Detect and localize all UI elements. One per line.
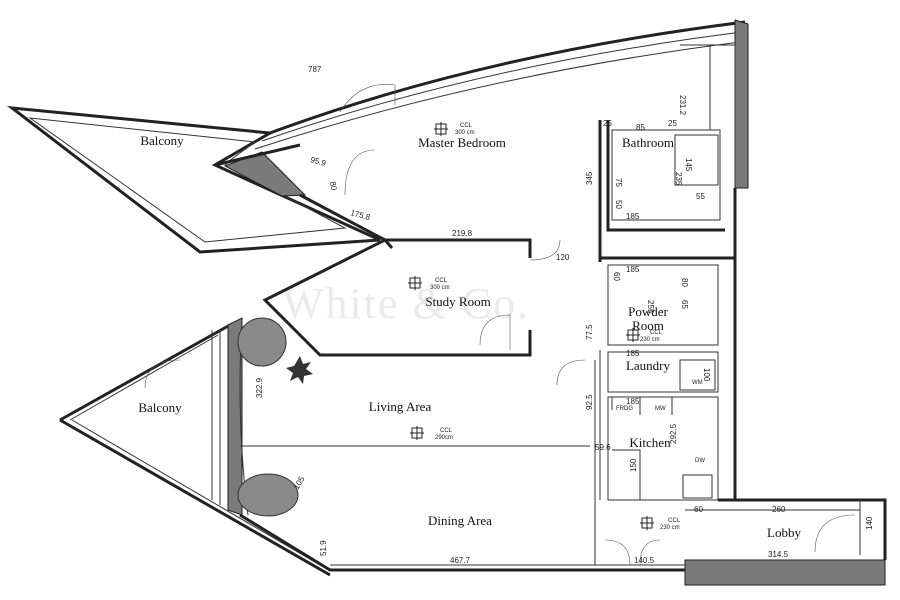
appliance-fridge: FRDG <box>616 406 633 412</box>
svg-text:CCL: CCL <box>435 278 448 284</box>
column-top <box>237 317 287 367</box>
svg-text:290cm: 290cm <box>435 435 453 441</box>
room-label-powder-1: Powder <box>628 304 668 319</box>
appliance-wm: WM <box>692 380 703 386</box>
dim-92-5: 92.5 <box>585 394 594 410</box>
dim-55: 55 <box>696 192 705 201</box>
svg-text:230 cm: 230 cm <box>640 337 660 343</box>
dim-185-laundry: 185 <box>626 349 640 358</box>
door-swings <box>144 84 856 566</box>
dim-65: 65 <box>680 300 689 309</box>
dim-77-5: 77.5 <box>585 324 594 340</box>
dim-80b: 80 <box>680 278 689 287</box>
dim-60a: 60 <box>612 272 621 281</box>
svg-text:CCL: CCL <box>650 330 663 336</box>
dim-80: 80 <box>328 181 339 192</box>
dim-51-9: 51.9 <box>319 540 328 556</box>
dim-787: 787 <box>308 65 322 74</box>
room-label-study-room: Study Room <box>425 294 490 309</box>
column-bottom <box>237 473 299 517</box>
dim-292-5: 292.5 <box>669 423 678 444</box>
dim-260: 260 <box>772 505 786 514</box>
room-label-living-area: Living Area <box>369 399 432 414</box>
ceiling-marker-living: CCL 290cm <box>410 426 453 441</box>
dim-120: 120 <box>556 253 570 262</box>
exterior-walls <box>6 19 887 586</box>
dim-59-6: 59.6 <box>595 443 611 452</box>
dim-175-8: 175.8 <box>349 208 371 222</box>
ceiling-marker-study: CCL 300 cm <box>408 276 450 291</box>
room-label-master-bedroom: Master Bedroom <box>418 135 506 150</box>
svg-text:300 cm: 300 cm <box>430 285 450 291</box>
svg-text:CCL: CCL <box>440 428 453 434</box>
dim-75: 75 <box>614 178 623 187</box>
dim-185-kitchen: 185 <box>626 397 640 406</box>
dim-140: 140 <box>865 516 874 530</box>
appliance-dishwasher: DW <box>695 458 705 464</box>
svg-text:CCL: CCL <box>668 518 681 524</box>
dim-140-5: 140.5 <box>634 556 655 565</box>
svg-text:CCL: CCL <box>460 123 473 129</box>
dim-185-powder: 185 <box>626 265 640 274</box>
dim-322-9: 322.9 <box>255 377 264 398</box>
dim-25b: 25 <box>668 119 677 128</box>
dim-231-2: 231.2 <box>678 95 687 116</box>
dim-100: 100 <box>702 368 711 382</box>
ceiling-marker-master: CCL 300 cm <box>434 122 475 136</box>
dim-25a: 25 <box>603 119 612 128</box>
dim-95-9: 95.9 <box>309 155 327 168</box>
room-label-dining-area: Dining Area <box>428 513 492 528</box>
dim-105: 105 <box>292 474 307 491</box>
room-label-kitchen: Kitchen <box>629 435 671 450</box>
ceiling-marker-kitchen: CCL 230 cm <box>640 516 681 531</box>
dim-314-5: 314.5 <box>768 550 789 559</box>
dim-235: 235 <box>674 172 683 186</box>
dim-85: 85 <box>636 123 645 132</box>
svg-text:300 cm: 300 cm <box>455 130 475 136</box>
dim-345: 345 <box>585 171 594 185</box>
dim-185-bath: 185 <box>626 212 640 221</box>
dim-50: 50 <box>614 200 623 209</box>
ceiling-marker-powder: CCL 230 cm <box>626 328 663 343</box>
dim-145: 145 <box>684 158 693 172</box>
dim-150: 150 <box>629 458 638 472</box>
dim-255: 255 <box>646 300 655 314</box>
watermark: White & Co. <box>282 279 530 328</box>
dim-219-8: 219.8 <box>452 229 473 238</box>
dim-467-7: 467.7 <box>450 556 471 565</box>
room-label-bathroom: Bathroom <box>622 135 674 150</box>
room-label-laundry: Laundry <box>626 358 671 373</box>
room-label-balcony-top: Balcony <box>140 133 184 148</box>
room-label-powder-2: Room <box>632 318 664 333</box>
room-label-balcony-left: Balcony <box>138 400 182 415</box>
room-label-lobby: Lobby <box>767 525 801 540</box>
svg-text:230 cm: 230 cm <box>660 525 680 531</box>
plant-icon <box>286 356 313 384</box>
appliance-microwave: MW <box>655 406 666 412</box>
dim-60b: 60 <box>694 505 703 514</box>
